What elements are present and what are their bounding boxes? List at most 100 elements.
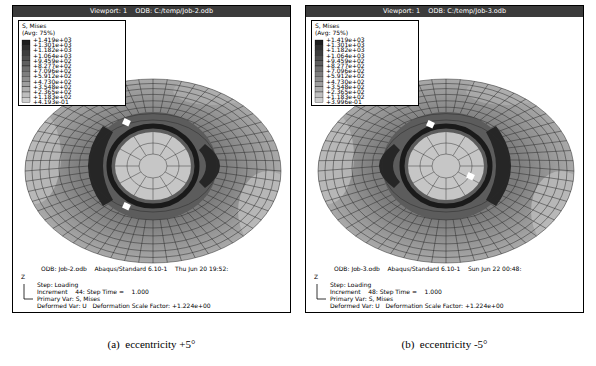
stress-ring: [89, 112, 217, 220]
mesh-spoke: [181, 88, 209, 117]
mesh-spoke: [139, 80, 146, 113]
mesh-spoke: [32, 184, 92, 202]
contour-legend-box: S, Mises(Avg: 75%)+1.419e+03+1.301e+03+1…: [311, 20, 419, 106]
mesh-spoke: [453, 80, 460, 113]
mesh-spoke: [355, 106, 400, 128]
mesh-ring: [69, 107, 237, 228]
legend-swatch: [22, 71, 30, 76]
mesh-spoke: [467, 84, 488, 115]
legend-swatch: [315, 66, 323, 71]
mesh-spoke: [217, 166, 281, 171]
mesh-spoke: [460, 219, 474, 261]
contour-legend-box: S, Mises(Avg: 75%)+1.419e+03+1.301e+03+1…: [18, 20, 126, 106]
legend-swatch: [315, 71, 323, 76]
mesh-spoke: [321, 178, 383, 191]
mesh-spoke: [390, 215, 418, 254]
mesh-spoke: [508, 178, 570, 191]
step-info-line: Step: Loading: [37, 282, 78, 289]
mesh-spoke: [319, 172, 383, 181]
contact-ring: [109, 126, 197, 206]
axis-label: Z: [314, 274, 318, 281]
mesh-spoke: [504, 131, 562, 142]
mesh-spoke: [217, 159, 281, 161]
mesh-spoke: [404, 217, 425, 258]
axis-triad: [24, 299, 33, 300]
mesh-spoke: [153, 220, 154, 263]
viewport-panel: Viewport: 1 ODB: C:/temp/Job-2.odbS, Mis…: [12, 5, 291, 313]
mesh-spoke: [193, 208, 233, 243]
legend-swatch: [22, 40, 30, 45]
mesh-spoke: [125, 219, 139, 261]
mesh-spoke: [496, 114, 546, 133]
mesh-spoke: [125, 81, 139, 113]
mesh-spoke: [38, 189, 96, 210]
mesh-spoke: [486, 208, 526, 243]
mesh-spoke: [480, 93, 514, 120]
mesh-spoke: [28, 151, 90, 154]
mesh-spoke: [331, 131, 389, 142]
hub: [408, 132, 484, 200]
mesh-spoke: [160, 80, 167, 113]
light-zones: [306, 77, 585, 251]
axis-triad: [317, 284, 318, 299]
stress-ring: [382, 112, 510, 220]
mesh-spoke: [355, 204, 400, 236]
mesh-spoke: [32, 141, 92, 149]
mesh-spoke: [338, 122, 392, 137]
mesh-spoke: [318, 166, 382, 171]
mesh-spoke: [213, 184, 273, 202]
mesh-ring: [362, 107, 530, 228]
mesh-spoke: [506, 141, 566, 149]
mesh-spoke: [346, 114, 396, 133]
mesh-spoke: [187, 93, 221, 120]
mesh-spoke: [506, 184, 566, 202]
light-zones: [13, 77, 292, 251]
mesh-spoke: [453, 220, 460, 263]
legend-swatch: [22, 61, 30, 66]
legend-heading: S, Mises: [315, 23, 339, 30]
mesh-spoke: [62, 204, 107, 236]
mesh-spoke: [25, 166, 89, 171]
mesh-spoke: [167, 219, 181, 261]
legend-swatch: [22, 82, 30, 87]
contact-gap: [122, 202, 131, 210]
step-info-line: Increment 48: Step Time = 1.000: [330, 289, 442, 296]
mesh-spoke: [496, 200, 546, 229]
mesh-spoke: [346, 200, 396, 229]
mesh-spoke: [213, 141, 273, 149]
legend-swatch: [22, 50, 30, 55]
mesh-spoke: [321, 151, 383, 154]
mesh-ring: [25, 79, 281, 263]
legend-heading: S, Mises: [22, 23, 46, 30]
mesh-ring: [352, 101, 540, 236]
viewport-panel: Viewport: 1 ODB: C:/temp/Job-3.odb S, Mis…: [305, 5, 584, 313]
viewport-title: Viewport: 1 ODB: C:/temp/Job-3.odb: [306, 6, 583, 17]
hub-mesh-ring: [139, 154, 167, 178]
mesh-spoke: [153, 79, 154, 112]
mesh-ring: [89, 120, 217, 212]
mesh-spoke: [38, 131, 96, 142]
hub-mesh-ring: [127, 143, 179, 189]
mesh-spoke: [45, 195, 99, 220]
axis-triad: [317, 299, 326, 300]
legend-swatch: [315, 76, 323, 81]
mesh-spoke: [319, 159, 383, 161]
mesh-spoke: [474, 215, 502, 254]
step-info-line: Deformed Var: U Deformation Scale Factor…: [330, 303, 504, 310]
mesh-spoke: [446, 220, 447, 263]
mesh-spoke: [203, 200, 253, 229]
mesh-spoke: [500, 122, 554, 137]
mesh-spoke: [174, 217, 195, 258]
light-zone: [531, 171, 585, 251]
figure-caption: (b) eccentricity -5°: [402, 338, 488, 350]
mesh-spoke: [167, 81, 181, 113]
legend-swatch: [22, 45, 30, 50]
legend-value: +3.996e-01: [326, 99, 362, 105]
contact-gap: [466, 172, 475, 180]
mesh-spoke: [28, 178, 90, 191]
contact-ring: [402, 126, 490, 206]
legend-swatch: [22, 66, 30, 71]
axis-triad: [24, 284, 25, 299]
odb-info-line: ODB: Job-2.odb Abaqus/Standard 6.10-1 Th…: [41, 266, 228, 273]
